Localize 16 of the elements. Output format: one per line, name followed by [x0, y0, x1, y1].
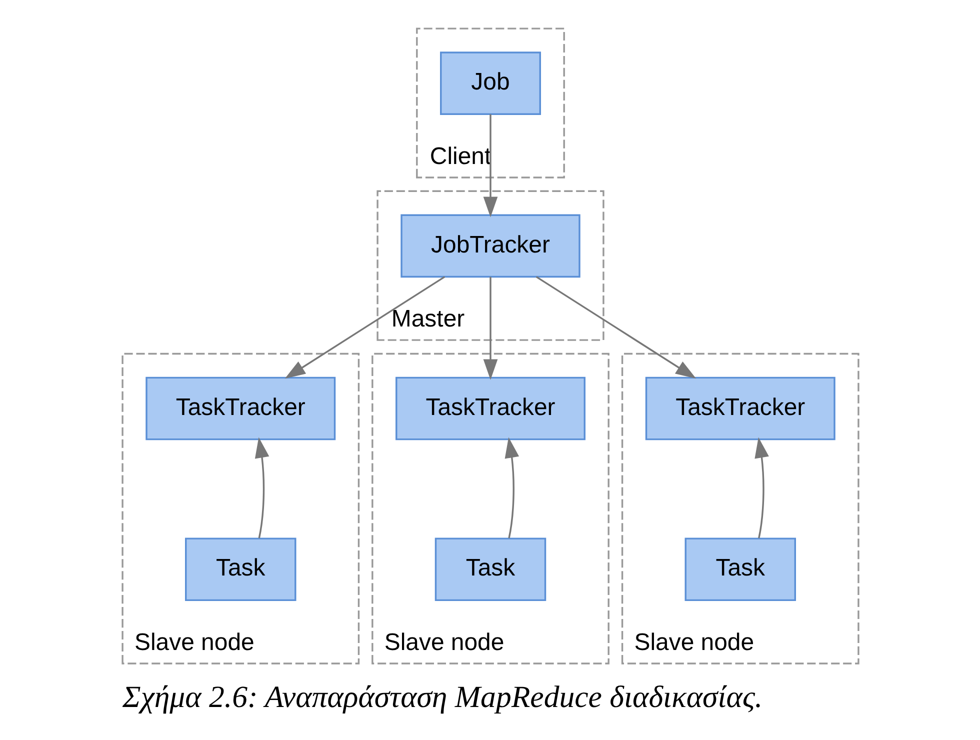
arrow: [504, 437, 519, 538]
node-box: Task: [684, 538, 796, 602]
node-box: TaskTracker: [145, 376, 336, 440]
node-box: Job: [440, 52, 540, 115]
arrow: [482, 114, 498, 218]
node-box: Task: [434, 538, 546, 602]
arrow: [535, 276, 696, 379]
arrow: [754, 437, 768, 538]
arrow: [254, 437, 269, 538]
node-box: JobTracker: [400, 214, 580, 278]
node-box: Task: [184, 538, 296, 602]
node-box: TaskTracker: [395, 376, 585, 440]
arrow: [284, 276, 445, 379]
node-box: TaskTracker: [644, 376, 835, 440]
arrow: [482, 276, 498, 380]
caption: Σχήμα 2.6: Αναπαράσταση MapReduce διαδικασίας.: [122, 680, 762, 714]
